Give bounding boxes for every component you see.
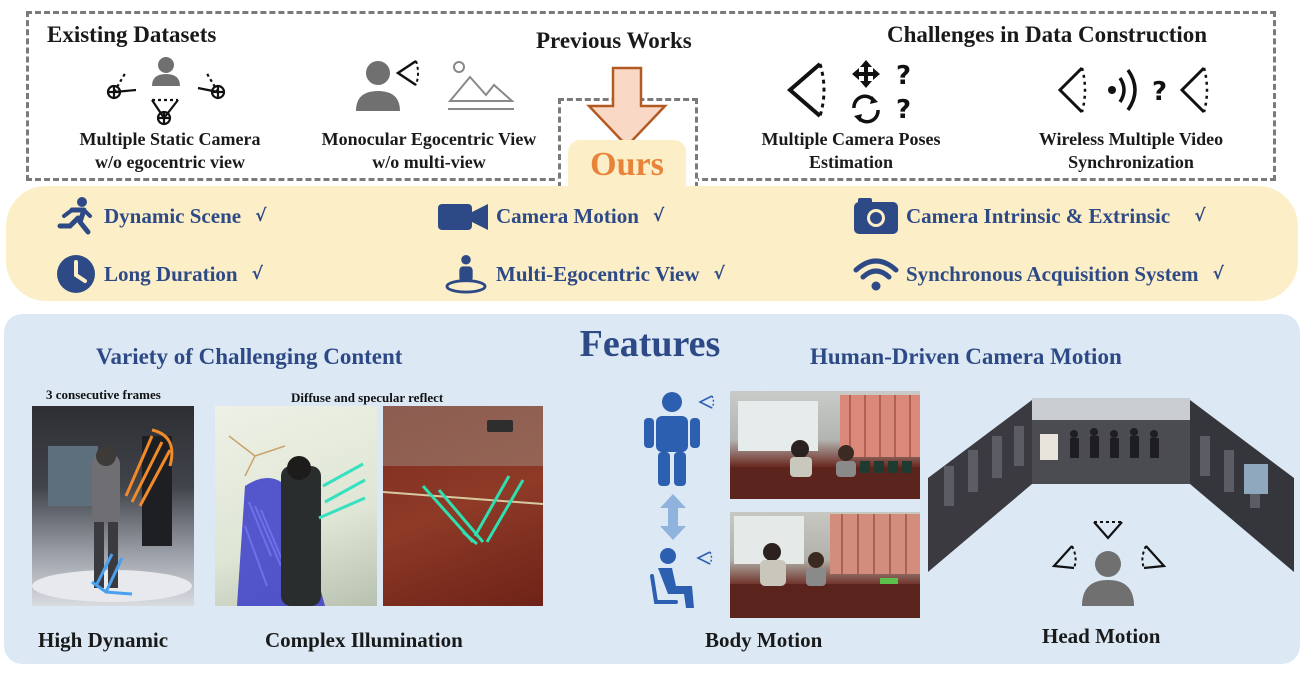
video-camera-icon bbox=[438, 204, 488, 230]
wireless-sync-icon: ? bbox=[1057, 66, 1209, 114]
feature-multi-egocentric-label: Multi-Egocentric View bbox=[496, 261, 700, 286]
human-driven-title: Human-Driven Camera Motion bbox=[810, 344, 1122, 369]
monocular-item-line1: Monocular Egocentric View bbox=[321, 129, 537, 149]
feature-camera-intrinsic-label: Camera Intrinsic & Extrinsic bbox=[906, 203, 1171, 228]
feature-dynamic-scene: Dynamic Scene √ bbox=[54, 196, 266, 236]
existing-datasets-title: Existing Datasets bbox=[47, 22, 217, 47]
feature-dynamic-scene-label: Dynamic Scene bbox=[104, 203, 242, 228]
check-mark: √ bbox=[1212, 264, 1224, 284]
standing-person-icon bbox=[644, 392, 715, 486]
wireless-sync-line1: Wireless Multiple Video bbox=[1038, 129, 1224, 149]
head-motion-panorama bbox=[928, 398, 1294, 572]
double-arrow-icon bbox=[660, 494, 686, 540]
wireless-sync-line2: Synchronization bbox=[1068, 152, 1194, 172]
check-mark: √ bbox=[1194, 206, 1206, 226]
high-dynamic-photo bbox=[32, 406, 194, 606]
feature-camera-motion: Camera Motion √ bbox=[436, 196, 664, 236]
existing-item-line2: w/o egocentric view bbox=[95, 152, 245, 172]
check-mark: √ bbox=[652, 206, 665, 226]
running-person-icon bbox=[57, 197, 92, 235]
monocular-item-line2: w/o multi-view bbox=[372, 152, 486, 172]
person-location-icon bbox=[445, 254, 487, 294]
body-motion-caption: Body Motion bbox=[705, 628, 823, 652]
features-title: Features bbox=[579, 323, 721, 365]
high-dynamic-caption: High Dynamic bbox=[38, 628, 169, 652]
ours-tab bbox=[568, 140, 686, 190]
feature-camera-motion-label: Camera Motion bbox=[496, 203, 639, 228]
camera-poses-line2: Estimation bbox=[808, 152, 893, 172]
table-reflection-photo bbox=[383, 406, 543, 606]
ours-band bbox=[6, 186, 1298, 301]
check-mark: √ bbox=[255, 206, 267, 226]
check-mark: √ bbox=[713, 264, 725, 284]
feature-long-duration-label: Long Duration bbox=[104, 261, 238, 286]
feature-long-duration: Long Duration √ bbox=[54, 254, 263, 294]
existing-item-caption: Multiple Static Camera w/o egocentric vi… bbox=[40, 128, 300, 174]
wifi-icon bbox=[853, 258, 899, 291]
seated-person-icon bbox=[650, 548, 713, 608]
static-cameras-icon bbox=[106, 57, 226, 126]
variety-title: Variety of Challenging Content bbox=[96, 344, 403, 369]
challenges-title: Challenges in Data Construction bbox=[887, 22, 1208, 47]
wireless-sync-caption: Wireless Multiple Video Synchronization bbox=[1008, 128, 1254, 174]
camera-poses-icon: ? ? bbox=[786, 60, 911, 125]
monocular-egocentric-icon bbox=[356, 59, 515, 111]
svg-text:?: ? bbox=[896, 95, 911, 125]
previous-works-title: Previous Works bbox=[536, 28, 692, 53]
camera-poses-line1: Multiple Camera Poses bbox=[761, 129, 941, 149]
camera-icon bbox=[854, 198, 898, 234]
feature-multi-egocentric: Multi-Egocentric View √ bbox=[442, 254, 725, 294]
reflect-note: Diffuse and specular reflect bbox=[291, 390, 444, 405]
monocular-item-caption: Monocular Egocentric View w/o multi-view bbox=[300, 128, 558, 174]
head-motion-icon bbox=[1051, 521, 1167, 606]
existing-item-line1: Multiple Static Camera bbox=[79, 129, 261, 149]
body-motion-photo-seated bbox=[730, 512, 920, 618]
head-motion-caption: Head Motion bbox=[1042, 624, 1161, 648]
feature-sync-acquisition-label: Synchronous Acquisition System bbox=[906, 261, 1199, 286]
down-arrow bbox=[586, 66, 668, 148]
camera-poses-caption: Multiple Camera Poses Estimation bbox=[730, 128, 972, 174]
feature-camera-intrinsic: Camera Intrinsic & Extrinsic √ bbox=[852, 196, 1206, 236]
complex-illumination-caption: Complex Illumination bbox=[265, 628, 463, 652]
svg-text:?: ? bbox=[896, 61, 911, 91]
whiteboard-photo bbox=[215, 406, 377, 606]
check-mark: √ bbox=[251, 264, 263, 284]
clock-icon bbox=[57, 255, 95, 293]
svg-text:?: ? bbox=[1152, 77, 1167, 107]
ours-label: Ours bbox=[590, 146, 664, 183]
frames-note: 3 consecutive frames bbox=[46, 387, 161, 402]
feature-sync-acquisition: Synchronous Acquisition System √ bbox=[852, 254, 1224, 294]
body-motion-photo-standing bbox=[730, 391, 920, 499]
